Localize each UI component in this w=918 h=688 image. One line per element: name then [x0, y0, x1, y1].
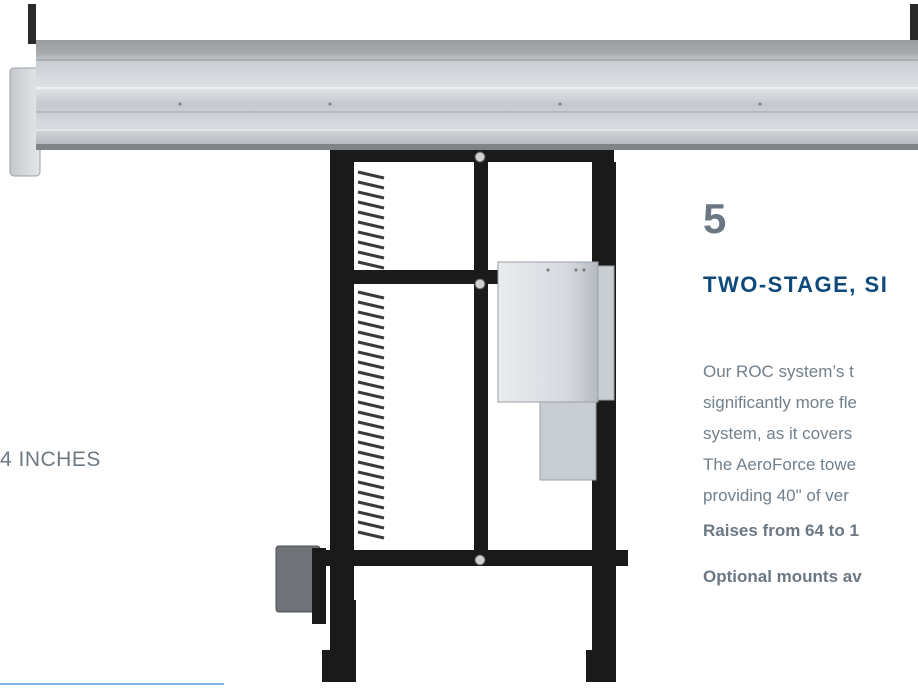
description-line: system, as it covers [703, 424, 853, 443]
section-heading: TWO-STAGE, SI [703, 272, 889, 297]
description-line: The AeroForce towe [703, 455, 857, 474]
description-line: Our ROC system’s t [703, 362, 854, 381]
feature-highlight-raise: Raises from 64 to 1 [703, 521, 859, 540]
feature-highlight-mounts: Optional mounts av [703, 567, 862, 586]
description-line: significantly more fle [703, 393, 858, 412]
description-line: providing 40" of ver [703, 486, 849, 505]
left-height-label: 4 INCHES [0, 448, 101, 471]
step-number: 5 [703, 195, 727, 242]
feature-description: Our ROC system’s t significantly more fl… [703, 356, 918, 511]
left-divider-line [0, 683, 224, 685]
